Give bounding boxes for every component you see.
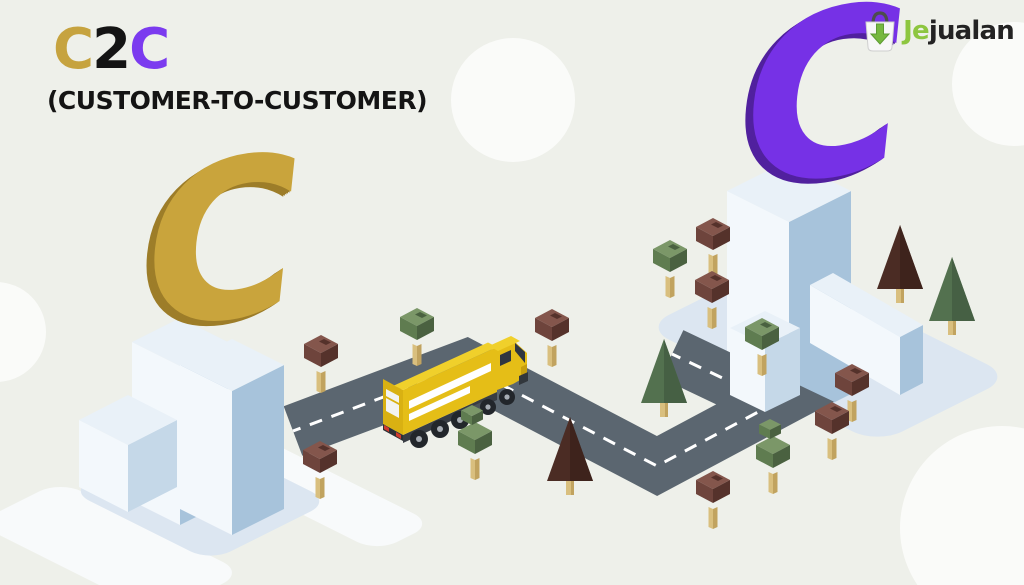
title-digit: 2	[92, 17, 131, 82]
page-title: C2C	[53, 22, 170, 78]
svg-text:C: C	[126, 107, 309, 385]
background-circles	[0, 22, 1024, 585]
jejualan-logo: Jejualan	[860, 9, 1015, 53]
left-building-towerB	[180, 339, 284, 535]
background-circle	[451, 38, 575, 162]
svg-text:C: C	[127, 106, 310, 384]
title-letter-gold: C	[53, 17, 94, 82]
maroon-cube-tree	[304, 335, 338, 393]
maroon-cube-tree	[696, 471, 730, 529]
svg-text:C: C	[129, 105, 312, 383]
maroon-cube-tree	[815, 402, 849, 460]
pine-green-pine-tree	[929, 257, 975, 335]
svg-text:C: C	[124, 108, 307, 386]
green-cube-tree-big	[458, 405, 492, 480]
road	[283, 330, 834, 496]
gold-letter-c: C C C C C C	[123, 104, 314, 387]
shopping-bag-down-arrow-icon	[865, 11, 895, 52]
pine-dark-pine-tree	[877, 225, 923, 303]
page-subtitle: (CUSTOMER-TO-CUSTOMER)	[47, 86, 428, 115]
background-circle	[0, 282, 46, 382]
background-circle	[900, 426, 1024, 585]
title-letter-purple: C	[129, 17, 170, 82]
svg-text:C: C	[123, 109, 306, 387]
logo-text-green: Je	[903, 16, 930, 46]
logo-text-dark: jualan	[928, 16, 1015, 46]
maroon-cube-tree	[535, 309, 569, 367]
green-cube-tree	[653, 240, 687, 298]
green-cube-tree-big	[756, 419, 790, 494]
svg-text:C: C	[130, 104, 313, 382]
background-circle	[952, 22, 1024, 146]
left-building-cube	[79, 395, 177, 512]
right-building-slab	[810, 273, 923, 395]
delivery-truck	[383, 336, 528, 448]
logo-wordmark: Jejualan	[903, 16, 1015, 46]
